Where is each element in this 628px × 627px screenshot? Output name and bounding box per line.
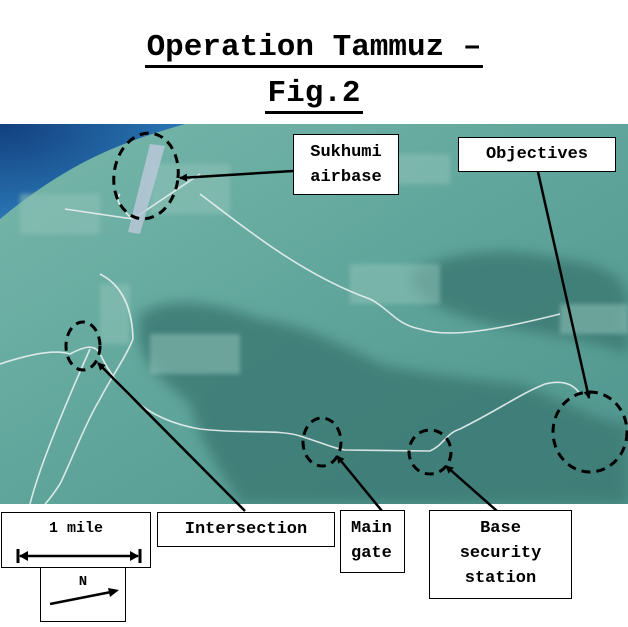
label-line: station [464, 569, 537, 588]
label-line: gate [351, 544, 392, 563]
scale-arrow-icon [16, 549, 142, 563]
north-arrow-icon [49, 588, 119, 606]
label-intersection: Intersection [157, 512, 335, 547]
scale-label: 1 mile [48, 520, 103, 537]
scale-bar: 1 mile [1, 512, 151, 568]
sea-area [0, 124, 185, 219]
label-base-security-station: Base security station [429, 510, 572, 599]
label-line: security [459, 544, 542, 563]
label-objectives: Objectives [458, 137, 616, 172]
label-sukhumi-airbase: Sukhumi airbase [293, 134, 399, 195]
north-indicator: N [40, 567, 126, 622]
label-main-gate: Main gate [340, 510, 405, 573]
figure-title-line1: Operation Tammuz – [0, 30, 628, 68]
label-line: Objectives [485, 145, 589, 164]
label-line: Base [480, 519, 521, 538]
label-line: airbase [310, 168, 382, 187]
north-label: N [78, 574, 88, 590]
figure-title-line2: Fig.2 [0, 76, 628, 114]
label-line: Intersection [184, 520, 308, 539]
label-line: Main [351, 519, 392, 538]
label-line: Sukhumi [310, 143, 382, 162]
